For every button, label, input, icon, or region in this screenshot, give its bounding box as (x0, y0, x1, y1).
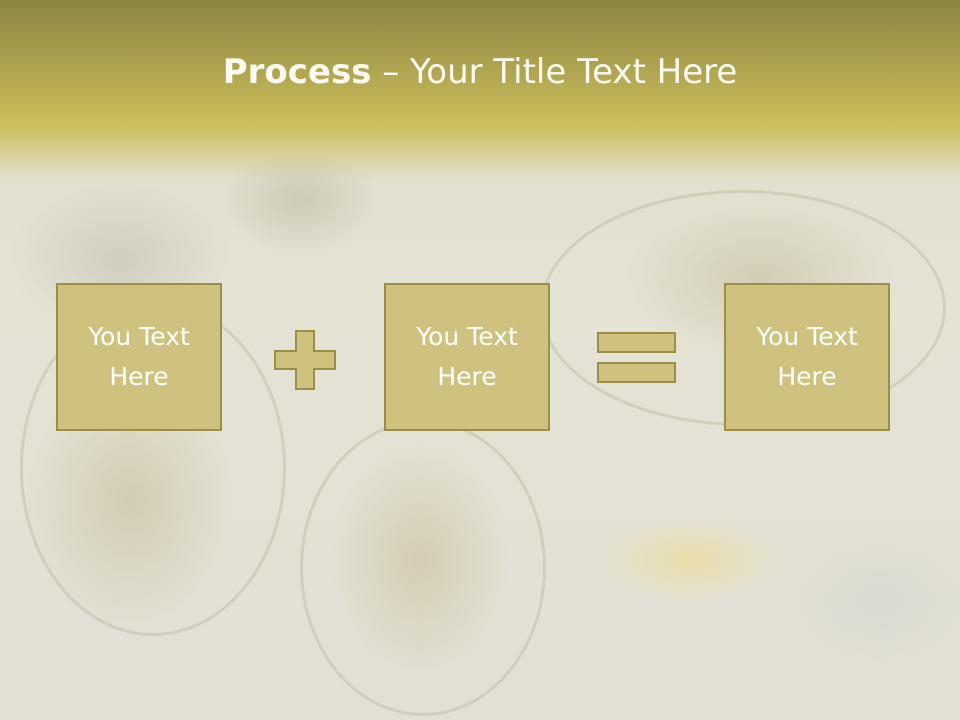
box-2-line-2: Here (437, 362, 497, 391)
box-1-line-1: You Text (88, 322, 190, 351)
box-3-line-2: Here (777, 362, 837, 391)
box-3-line-1: You Text (756, 322, 858, 351)
title-bold: Process (222, 52, 372, 92)
process-box-2[interactable]: You Text Here (384, 283, 550, 431)
title-rest: – Your Title Text Here (371, 52, 738, 92)
slide-title: Process – Your Title Text Here (0, 52, 960, 92)
process-box-1[interactable]: You Text Here (56, 283, 222, 431)
process-box-3[interactable]: You Text Here (724, 283, 890, 431)
title-bar (0, 0, 960, 180)
box-2-line-1: You Text (416, 322, 518, 351)
oyster-shell-center (300, 420, 546, 716)
plus-icon (274, 330, 336, 390)
box-1-line-2: Here (109, 362, 169, 391)
equals-icon (597, 332, 676, 383)
